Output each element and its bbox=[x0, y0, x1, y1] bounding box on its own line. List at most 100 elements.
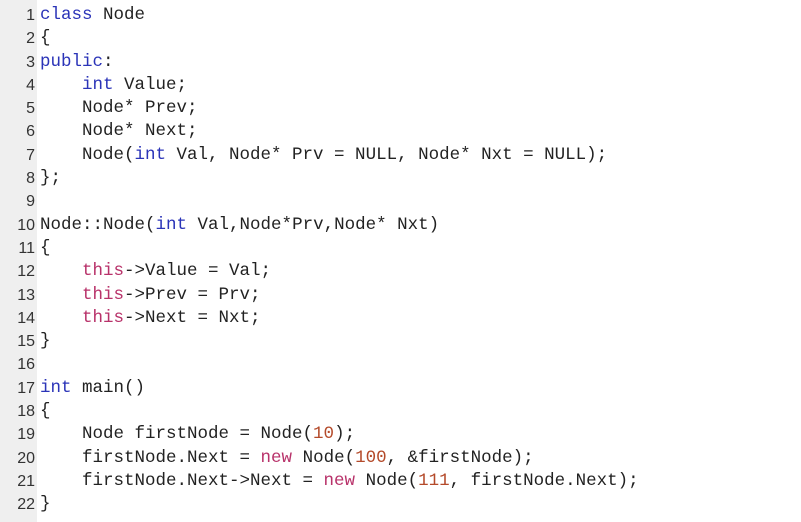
code-token: , &firstNode); bbox=[386, 447, 534, 468]
line-text: class Node bbox=[40, 4, 145, 27]
code-token: : bbox=[103, 51, 114, 72]
line-number: 3 bbox=[26, 53, 35, 71]
line-text: { bbox=[40, 237, 51, 260]
line-number: 8 bbox=[26, 170, 35, 188]
line-number: 16 bbox=[17, 356, 35, 374]
code-line[interactable]: 13 this->Prev = Prv; bbox=[0, 284, 801, 307]
code-token: Node( bbox=[40, 144, 135, 165]
line-text: public: bbox=[40, 51, 114, 74]
code-token: ->Prev = Prv; bbox=[124, 284, 261, 305]
keyword-token: public bbox=[40, 51, 104, 72]
code-token: { bbox=[40, 28, 51, 49]
code-token: } bbox=[40, 331, 51, 352]
special-keyword-token: this bbox=[82, 307, 125, 328]
line-number: 12 bbox=[17, 263, 35, 281]
line-number: 7 bbox=[26, 146, 35, 164]
code-token: ); bbox=[334, 424, 356, 445]
line-number: 14 bbox=[17, 309, 35, 327]
line-number: 11 bbox=[18, 239, 35, 257]
code-token bbox=[40, 308, 82, 328]
line-number: 4 bbox=[26, 76, 35, 94]
line-number-gutter bbox=[0, 0, 37, 522]
line-text: Node firstNode = Node(10); bbox=[40, 423, 355, 446]
code-line[interactable]: 8}; bbox=[0, 167, 801, 190]
keyword-token: int bbox=[82, 74, 114, 95]
line-number: 18 bbox=[17, 403, 35, 421]
code-token: Value; bbox=[113, 74, 188, 95]
code-token: Node::Node( bbox=[40, 214, 156, 235]
line-text: this->Value = Val; bbox=[40, 260, 271, 283]
number-literal-token: 111 bbox=[418, 470, 450, 491]
code-line[interactable]: 15} bbox=[0, 330, 801, 353]
line-text: Node* Prev; bbox=[40, 97, 198, 120]
code-token: Node bbox=[92, 5, 146, 25]
code-line[interactable]: 3 public: bbox=[0, 51, 801, 74]
code-line[interactable]: 14 this->Next = Nxt; bbox=[0, 307, 801, 330]
code-token: main() bbox=[71, 377, 146, 398]
code-line[interactable]: 19 Node firstNode = Node(10); bbox=[0, 423, 801, 446]
line-number: 1 bbox=[26, 7, 35, 24]
code-token bbox=[40, 261, 82, 281]
keyword-token: int bbox=[40, 377, 72, 398]
code-line[interactable]: 2{ bbox=[0, 27, 801, 50]
code-token: ->Value = Val; bbox=[124, 261, 272, 282]
code-token: Node* Prev; bbox=[40, 98, 198, 119]
code-line[interactable]: 22} bbox=[0, 493, 801, 516]
code-line[interactable]: 6 Node* Next; bbox=[0, 120, 801, 143]
line-number: 10 bbox=[17, 216, 35, 234]
line-number: 21 bbox=[17, 472, 35, 490]
line-text: int Value; bbox=[40, 74, 187, 97]
code-line[interactable]: 9 bbox=[0, 190, 801, 213]
number-literal-token: 100 bbox=[355, 447, 387, 468]
line-text: this->Prev = Prv; bbox=[40, 284, 261, 307]
code-line[interactable]: 11 { bbox=[0, 237, 801, 260]
line-number: 19 bbox=[17, 426, 35, 444]
line-number: 2 bbox=[26, 30, 35, 48]
code-token: firstNode.Next->Next = bbox=[40, 470, 324, 491]
code-line[interactable]: 12 this->Value = Val; bbox=[0, 260, 801, 283]
line-text: } bbox=[40, 493, 51, 516]
line-text: { bbox=[40, 27, 51, 50]
code-token bbox=[40, 75, 82, 95]
code-line[interactable]: 5 Node* Prev; bbox=[0, 97, 801, 120]
code-token: Val, Node* Prv = NULL, Node* Nxt = NULL)… bbox=[166, 144, 608, 165]
code-token: , firstNode.Next); bbox=[449, 470, 639, 491]
line-text: Node* Next; bbox=[40, 120, 198, 143]
code-token: Node( bbox=[292, 447, 356, 468]
number-literal-token: 10 bbox=[313, 424, 335, 445]
code-token: Node firstNode = Node( bbox=[40, 424, 314, 445]
line-number: 9 bbox=[26, 193, 35, 211]
code-line[interactable]: 21 firstNode.Next->Next = new Node(111, … bbox=[0, 470, 801, 493]
code-token: Node( bbox=[355, 470, 419, 491]
code-line[interactable]: 17 int main() bbox=[0, 377, 801, 400]
line-number: 17 bbox=[17, 379, 35, 397]
code-token: }; bbox=[40, 168, 62, 189]
special-keyword-token: new bbox=[323, 470, 356, 491]
line-number: 22 bbox=[17, 496, 35, 514]
line-number: 5 bbox=[26, 100, 35, 118]
line-number: 15 bbox=[17, 333, 35, 351]
code-token: Node* Next; bbox=[40, 121, 198, 142]
line-text: this->Next = Nxt; bbox=[40, 307, 261, 330]
code-token: Val,Node*Prv,Node* Nxt) bbox=[187, 214, 440, 235]
code-line[interactable]: 4 int Value; bbox=[0, 74, 801, 97]
line-text: } bbox=[40, 330, 51, 353]
code-line[interactable]: 7 Node(int Val, Node* Prv = NULL, Node* … bbox=[0, 144, 801, 167]
code-token: { bbox=[40, 237, 51, 258]
code-line[interactable]: 18 { bbox=[0, 400, 801, 423]
code-line[interactable]: 1 class Node bbox=[0, 4, 801, 27]
line-number: 20 bbox=[17, 449, 35, 467]
special-keyword-token: new bbox=[260, 447, 293, 468]
keyword-token: class bbox=[40, 5, 93, 25]
code-line[interactable]: 16 bbox=[0, 353, 801, 376]
code-token: { bbox=[40, 401, 51, 422]
keyword-token: int bbox=[134, 144, 167, 165]
special-keyword-token: this bbox=[82, 261, 125, 282]
line-number: 6 bbox=[26, 123, 35, 141]
code-token: } bbox=[40, 494, 51, 515]
code-line[interactable]: 20 firstNode.Next = new Node(100, &first… bbox=[0, 447, 801, 470]
line-text: }; bbox=[40, 167, 61, 190]
